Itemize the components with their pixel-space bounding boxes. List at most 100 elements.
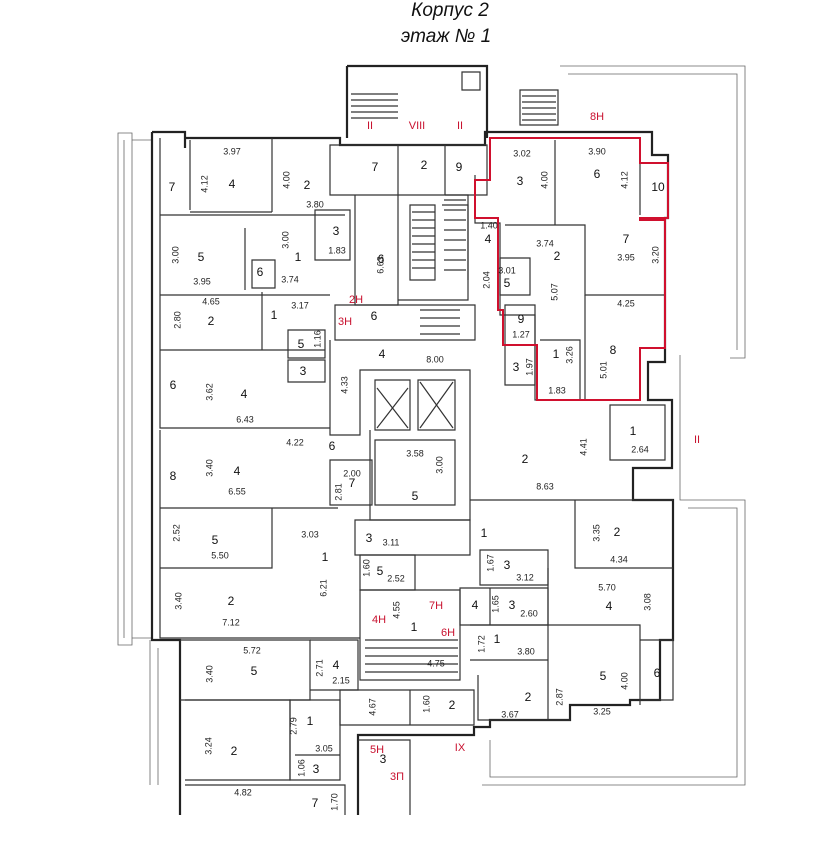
- room-number: 1: [322, 550, 329, 564]
- room-number: 7: [623, 232, 630, 246]
- room-dimension: 2.81: [333, 483, 343, 501]
- room-dimension: 2.15: [332, 675, 350, 685]
- room-dimension: 3.80: [517, 646, 535, 656]
- room-dimension: 5.72: [243, 645, 261, 655]
- room-dimension: 3.74: [281, 274, 299, 284]
- room-number: 4: [241, 387, 248, 401]
- room-dimension: 1.16: [312, 330, 322, 348]
- room-dimension: 3.62: [204, 383, 214, 401]
- room-number: 3: [366, 531, 373, 545]
- room-dimension: 8.00: [426, 354, 444, 364]
- unit-label: II: [367, 120, 373, 132]
- room-number: 6: [257, 265, 264, 279]
- room-dimension: 6.55: [228, 486, 246, 496]
- unit-label: IX: [455, 742, 466, 754]
- room-number: 5: [198, 250, 205, 264]
- room-number: 1: [494, 632, 501, 646]
- room-number: 1: [481, 526, 488, 540]
- room-number: 5: [412, 489, 419, 503]
- unit-label: 4H: [372, 614, 386, 626]
- room-dimension: 4.82: [234, 787, 252, 797]
- highlighted-apartment-8h: [474, 137, 669, 401]
- room-dimension: 4.75: [427, 658, 445, 668]
- room-dimension: 3.97: [223, 146, 241, 156]
- room-dimension: 3.02: [513, 148, 531, 158]
- room-number: 2: [449, 698, 456, 712]
- room-number: 7: [312, 796, 319, 810]
- room-dimension: 8.63: [536, 481, 554, 491]
- room-dimension: 2.71: [314, 659, 324, 677]
- room-dimension: 1.97: [524, 358, 534, 376]
- room-number: 6: [329, 439, 336, 453]
- room-dimension: 2.79: [288, 717, 298, 735]
- unit-label: 3П: [390, 771, 404, 783]
- room-dimension: 3.67: [501, 709, 519, 719]
- room-dimension: 3.40: [173, 592, 183, 610]
- room-number: 4: [379, 347, 386, 361]
- room-dimension: 2.87: [554, 688, 564, 706]
- room-dimension: 3.26: [564, 346, 574, 364]
- room-dimension: 4.55: [391, 601, 401, 619]
- room-number: 9: [518, 312, 525, 326]
- room-number: 7: [372, 160, 379, 174]
- room-dimension: 2.04: [481, 271, 491, 289]
- room-dimension: 3.03: [301, 529, 319, 539]
- unit-label: II: [457, 120, 463, 132]
- room-dimension: 3.95: [193, 276, 211, 286]
- room-number: 6: [378, 252, 385, 266]
- room-dimension: 3.11: [383, 537, 400, 547]
- room-number: 4: [485, 232, 492, 246]
- room-dimension: 4.00: [281, 171, 291, 189]
- room-number: 3: [380, 752, 387, 766]
- room-dimension: 3.74: [536, 238, 554, 248]
- room-number: 2: [231, 744, 238, 758]
- room-dimension: 5.50: [211, 550, 229, 560]
- room-number: 3: [517, 174, 524, 188]
- room-dimension: 7.12: [222, 617, 240, 627]
- room-dimension: 1.06: [296, 759, 306, 777]
- room-number: 2: [554, 249, 561, 263]
- room-dimension: 5.07: [549, 283, 559, 301]
- room-number: 5: [600, 669, 607, 683]
- room-dimension: 3.00: [280, 231, 290, 249]
- room-dimension: 3.25: [593, 706, 611, 716]
- room-dimension: 2.80: [172, 311, 182, 329]
- room-number: 2: [421, 158, 428, 172]
- room-dimension: 3.40: [204, 459, 214, 477]
- room-number: 7: [169, 180, 176, 194]
- room-number: 2: [304, 178, 311, 192]
- room-dimension: 3.24: [203, 737, 213, 755]
- room-dimension: 3.35: [591, 524, 601, 542]
- room-number: 2: [522, 452, 529, 466]
- room-number: 1: [411, 620, 418, 634]
- room-number: 6: [654, 666, 661, 680]
- room-dimension: 4.12: [199, 175, 209, 193]
- room-dimension: 1.60: [361, 559, 371, 577]
- room-dimension: 3.58: [406, 448, 424, 458]
- unit-label: VIII: [409, 120, 426, 132]
- room-dimension: 3.05: [315, 743, 333, 753]
- room-dimension: 6.63: [375, 256, 385, 274]
- room-dimension: 3.00: [434, 456, 444, 474]
- room-number: 2: [614, 525, 621, 539]
- floor-subtitle: этаж № 1: [401, 26, 491, 47]
- room-dimension: 4.12: [619, 171, 629, 189]
- room-number: 1: [295, 250, 302, 264]
- room-number: 5: [251, 664, 258, 678]
- room-dimension: 2.60: [520, 608, 538, 618]
- unit-label: 5H: [370, 744, 384, 756]
- room-labels: 4 3.97 4.12 7 2 4.00 3.80 3 1.83 5 3.00 3.95 6 1 3.00 3…: [169, 146, 665, 810]
- room-dimension: 4.00: [539, 171, 549, 189]
- room-dimension: 3.90: [588, 146, 606, 156]
- room-number: 3: [313, 762, 320, 776]
- unit-label: 3H: [338, 316, 352, 328]
- room-number: 5: [377, 564, 384, 578]
- room-dimension: 2.00: [343, 468, 361, 478]
- room-dimension: 1.83: [328, 245, 346, 255]
- room-number: 2: [208, 314, 215, 328]
- room-dimension: 4.65: [202, 296, 220, 306]
- room-dimension: 3.17: [291, 300, 309, 310]
- room-dimension: 4.25: [617, 298, 635, 308]
